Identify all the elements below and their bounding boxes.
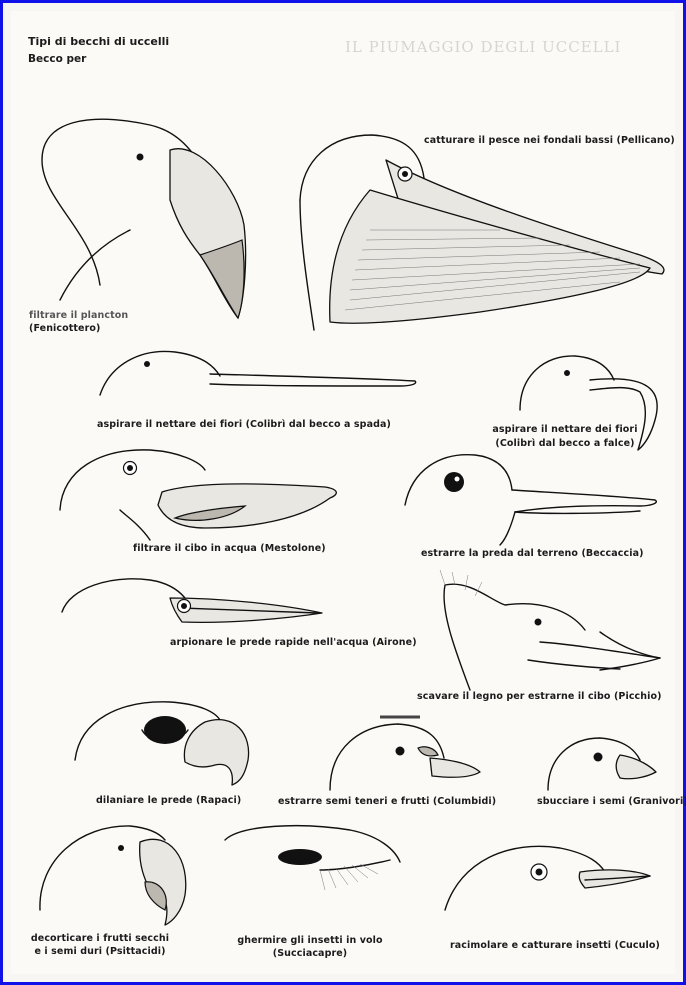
sickle-billed-hummingbird-drawing (520, 356, 657, 450)
label-finch: sbucciare i semi (Granivori) (537, 796, 686, 807)
label-nightjar-1: ghermire gli insetti in volo (225, 935, 395, 946)
label-shoveler: filtrare il cibo in acqua (Mestolone) (133, 543, 326, 554)
heron-head-drawing (62, 579, 322, 622)
label-flamingo-2: (Fenicottero) (29, 323, 100, 334)
label-flamingo-1: filtrare il plancton (29, 310, 128, 321)
label-pigeon: estrarre semi teneri e frutti (Columbidi… (278, 796, 496, 807)
pigeon-head-drawing (330, 717, 480, 790)
woodcock-head-drawing (405, 455, 656, 545)
label-sickle-billed-hummingbird-1: aspirare il nettare dei fiori (490, 424, 640, 435)
cuckoo-head-drawing (445, 846, 650, 910)
label-sickle-billed-hummingbird-2: (Colibrì dal becco a falce) (490, 438, 640, 449)
pelican-head-drawing (300, 135, 664, 330)
label-woodcock: estrarre la preda dal terreno (Beccaccia… (421, 548, 644, 559)
woodpecker-head-drawing (440, 570, 660, 690)
label-parrot-2: e i semi duri (Psittacidi) (20, 946, 180, 957)
sword-billed-hummingbird-drawing (100, 351, 416, 395)
finch-head-drawing (548, 738, 656, 790)
nightjar-head-drawing (225, 826, 400, 890)
raptor-head-drawing (75, 702, 249, 785)
flamingo-head-drawing (42, 119, 246, 318)
label-raptor: dilaniare le prede (Rapaci) (96, 795, 241, 806)
label-sword-billed-hummingbird: aspirare il nettare dei fiori (Colibrì d… (97, 419, 391, 430)
parrot-head-drawing (40, 826, 186, 925)
label-heron: arpionare le prede rapide nell'acqua (Ai… (170, 637, 417, 648)
shoveler-head-drawing (60, 450, 336, 540)
label-cuckoo: racimolare e catturare insetti (Cuculo) (450, 940, 660, 951)
label-woodpecker: scavare il legno per estrarne il cibo (P… (417, 691, 662, 702)
label-nightjar-2: (Succiacapre) (225, 948, 395, 959)
label-pelican: catturare il pesce nei fondali bassi (Pe… (424, 135, 675, 146)
label-parrot-1: decorticare i frutti secchi (20, 933, 180, 944)
